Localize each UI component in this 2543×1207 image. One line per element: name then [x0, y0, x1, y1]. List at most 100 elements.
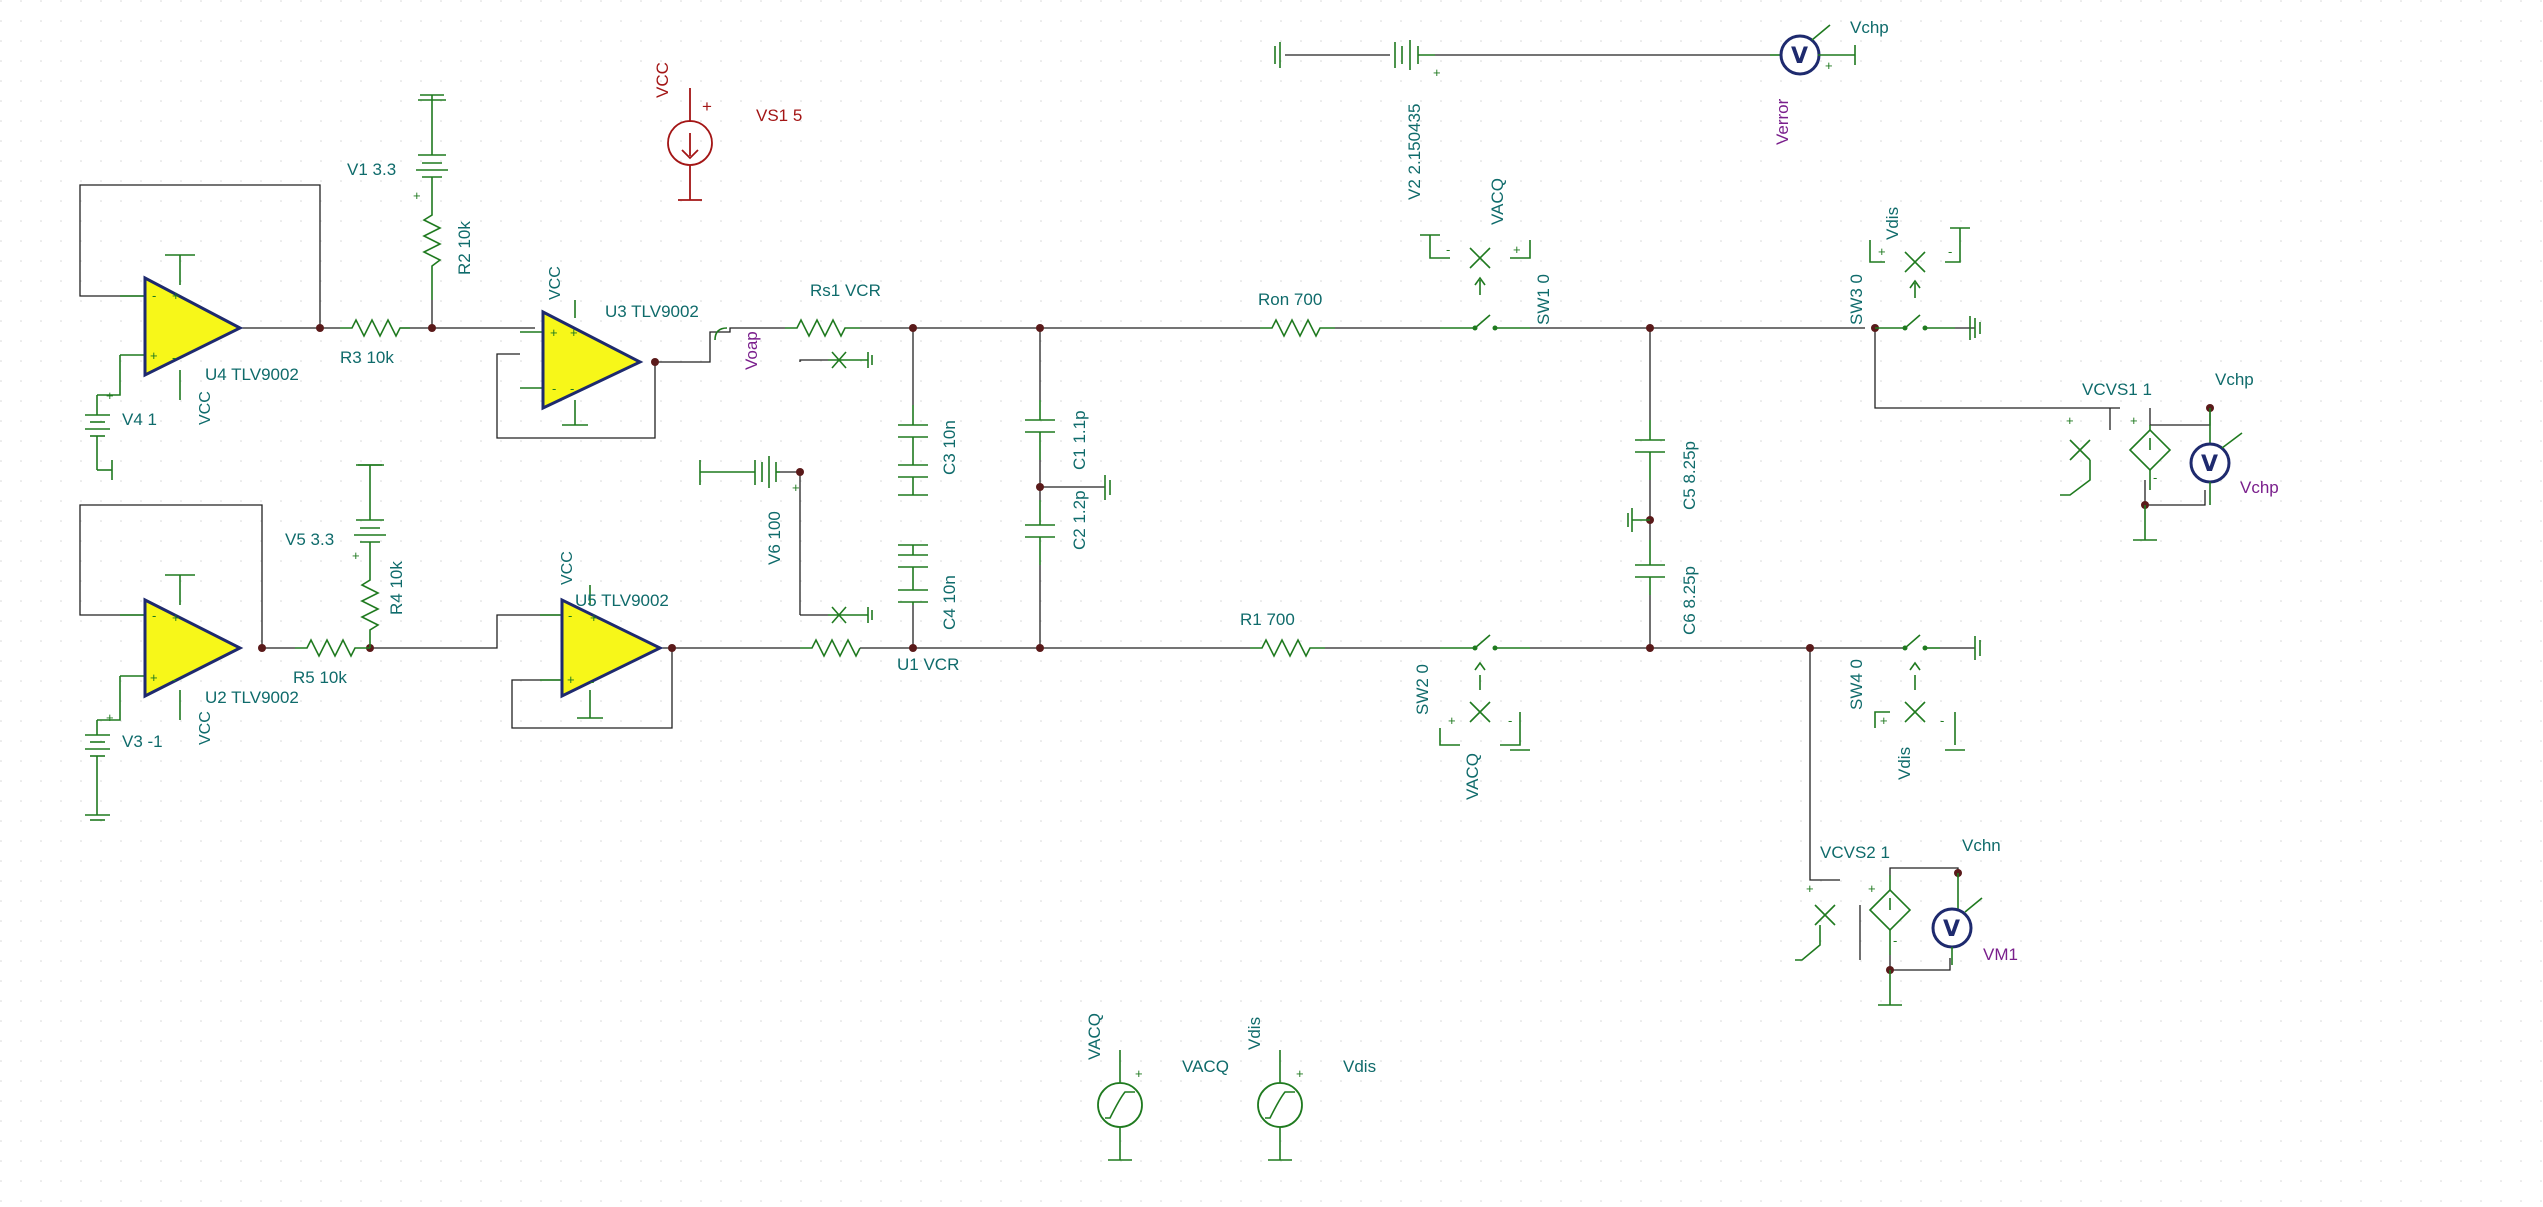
- svg-text:-: -: [1948, 244, 1952, 259]
- svg-text:+: +: [172, 610, 180, 625]
- u2-label: U2 TLV9002: [205, 688, 299, 707]
- vcvs2-output-label: Vchn: [1962, 836, 2001, 855]
- resistor-ron[interactable]: Ron 700: [1258, 290, 1335, 338]
- capacitor-c1[interactable]: C1 1.1p: [1025, 400, 1089, 470]
- switch-sw3[interactable]: + - SW3 0 Vdis: [1847, 207, 1971, 340]
- u3-label: U3 TLV9002: [605, 302, 699, 321]
- opamp-u2[interactable]: -+ +- U2 TLV9002 VCC: [120, 574, 299, 745]
- opamp-u5[interactable]: -+ +- U5 TLV9002 VCC: [540, 551, 669, 719]
- svg-text:-: -: [2153, 470, 2157, 485]
- r2-label: R2 10k: [455, 221, 474, 275]
- svg-text:V: V: [1791, 44, 1808, 69]
- capacitor-c5[interactable]: C5 8.25p: [1635, 420, 1699, 510]
- svg-text:+: +: [1513, 242, 1521, 257]
- vcvs-vcvs2[interactable]: ++- VCVS2 1: [1795, 843, 1912, 961]
- battery-v2[interactable]: + V2 2.150435: [1279, 40, 1441, 200]
- battery-v3[interactable]: + V3 -1: [85, 676, 163, 816]
- resistor-r2[interactable]: R2 10k: [422, 200, 474, 300]
- resistor-r1[interactable]: R1 700: [1240, 610, 1325, 658]
- svg-text:-: -: [1893, 933, 1897, 948]
- svg-text:+: +: [150, 670, 158, 685]
- sw2-control-label: VACQ: [1463, 753, 1482, 800]
- svg-text:+: +: [792, 480, 800, 495]
- vchp-meter-label: Vchp: [2240, 478, 2279, 497]
- junctions: [258, 324, 2214, 974]
- sw4-label: SW4 0: [1847, 659, 1866, 710]
- svg-text:+: +: [352, 548, 360, 563]
- svg-text:V: V: [1943, 917, 1960, 942]
- vm1-label: VM1: [1983, 945, 2018, 964]
- opamp-u4[interactable]: -+ +- U4 TLV9002 VCC: [120, 254, 299, 425]
- resistor-r3[interactable]: R3 10k: [340, 318, 410, 367]
- sw3-label: SW3 0: [1847, 274, 1866, 325]
- vdis-net-label: Vdis: [1343, 1057, 1376, 1076]
- svg-text:-: -: [152, 608, 156, 623]
- resistor-r4[interactable]: R4 10k: [360, 560, 406, 648]
- c4-label: C4 10n: [940, 575, 959, 630]
- vacq-source-label: VACQ: [1085, 1013, 1104, 1060]
- svg-text:+: +: [2066, 413, 2074, 428]
- vs1-label: VS1 5: [756, 106, 802, 125]
- svg-text:+: +: [1806, 881, 1814, 896]
- capacitor-c4[interactable]: C4 10n: [898, 545, 959, 630]
- svg-text:+: +: [1135, 1066, 1143, 1081]
- pulse-source-vacq[interactable]: + VACQ: [1085, 1013, 1143, 1140]
- voltmeter-verror[interactable]: V + Vchp Verror: [1770, 18, 1889, 145]
- svg-text:-: -: [152, 288, 156, 303]
- battery-v5[interactable]: + V5 3.3: [285, 464, 386, 563]
- resistor-rs1[interactable]: Rs1 VCR: [785, 281, 881, 338]
- sw4-control-label: Vdis: [1895, 747, 1914, 780]
- voltmeter-vchp[interactable]: V Vchp Vchp: [2189, 370, 2279, 505]
- v3-label: V3 -1: [122, 732, 163, 751]
- u4-label: U4 TLV9002: [205, 365, 299, 384]
- switch-sw4[interactable]: +- SW4 0 Vdis: [1847, 634, 1976, 780]
- vcvs-vcvs1[interactable]: + + - VCVS1 1: [2060, 380, 2172, 496]
- u1-label: U1 VCR: [897, 655, 959, 674]
- c2-label: C2 1.2p: [1070, 490, 1089, 550]
- r3-label: R3 10k: [340, 348, 394, 367]
- resistor-u1[interactable]: U1 VCR: [800, 638, 959, 674]
- svg-text:-: -: [552, 381, 556, 396]
- vcvs1-label: VCVS1 1: [2082, 380, 2152, 399]
- switch-sw2[interactable]: + - SW2 0 VACQ: [1413, 634, 1530, 800]
- opamp-u3[interactable]: +- +- U3 TLV9002 VCC Voap: [520, 266, 761, 426]
- svg-text:-: -: [570, 381, 574, 396]
- svg-text:+: +: [2130, 413, 2138, 428]
- vcvs2-label: VCVS2 1: [1820, 843, 1890, 862]
- svg-text:+: +: [1825, 58, 1833, 73]
- svg-text:+: +: [1448, 713, 1456, 728]
- battery-v4[interactable]: + V4 1: [85, 355, 157, 480]
- vs1-node-label: VCC: [653, 62, 672, 98]
- v2-label: V2 2.150435: [1405, 104, 1424, 200]
- c5-label: C5 8.25p: [1680, 441, 1699, 510]
- voltage-source-vs1[interactable]: + VCC VS1 5: [653, 62, 802, 201]
- vcvs1-output-label: Vchp: [2215, 370, 2254, 389]
- u4-vcc-label: VCC: [197, 391, 214, 425]
- capacitor-c3[interactable]: C3 10n: [898, 405, 959, 495]
- battery-v6[interactable]: + V6 100: [699, 456, 800, 565]
- svg-text:+: +: [550, 325, 558, 340]
- capacitor-c6[interactable]: C6 8.25p: [1635, 540, 1699, 635]
- u5-vcc-label: VCC: [559, 551, 576, 585]
- svg-text:+: +: [567, 672, 575, 687]
- switch-sw1[interactable]: +- SW1 0 VACQ: [1420, 178, 1553, 331]
- sw2-label: SW2 0: [1413, 664, 1432, 715]
- svg-text:-: -: [1508, 713, 1512, 728]
- rs1-label: Rs1 VCR: [810, 281, 881, 300]
- svg-text:V: V: [2201, 452, 2218, 477]
- pulse-source-vdis[interactable]: + VACQ Vdis Vdis: [1182, 1017, 1376, 1140]
- svg-text:+: +: [106, 710, 114, 725]
- c3-label: C3 10n: [940, 420, 959, 475]
- voltmeter-vm1[interactable]: V Vchn VM1: [1931, 836, 2018, 965]
- svg-text:+: +: [590, 610, 598, 625]
- vacq-net-label: VACQ: [1182, 1057, 1229, 1076]
- sw3-control-label: Vdis: [1883, 207, 1902, 240]
- svg-text:-: -: [568, 608, 572, 623]
- svg-text:+: +: [150, 348, 158, 363]
- capacitor-c2[interactable]: C2 1.2p: [1025, 490, 1089, 565]
- resistor-r5[interactable]: R5 10k: [293, 638, 370, 687]
- svg-text:+: +: [1296, 1066, 1304, 1081]
- grounds: [90, 46, 2157, 1161]
- svg-text:+: +: [1878, 244, 1886, 259]
